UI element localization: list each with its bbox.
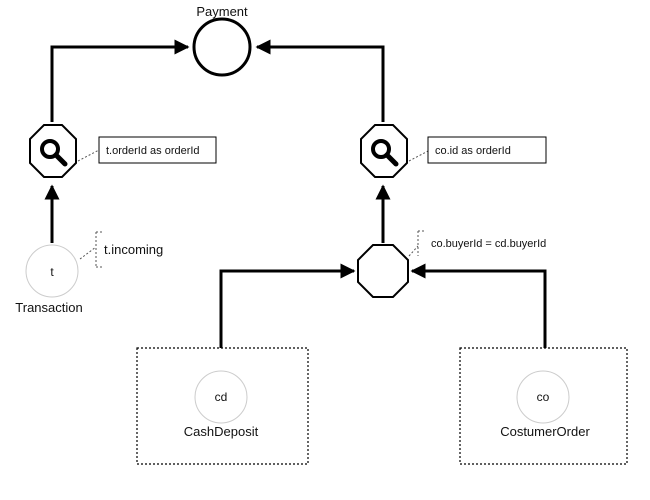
join-octagon-icon: [357, 244, 409, 298]
right-lookup-annotation: co.id as orderId: [435, 145, 511, 157]
transaction-alias: t: [50, 265, 54, 279]
right-lookup-connector: [408, 149, 431, 162]
costumerorder-container: [459, 347, 628, 465]
edge-left-lookup-to-payment: [50, 39, 190, 122]
costumerorder-label: CostumerOrder: [500, 424, 590, 439]
filter-connector: [79, 231, 104, 268]
transaction-node[interactable]: [25, 244, 79, 298]
payment-node[interactable]: [192, 17, 252, 77]
join-annotation: co.buyerId = cd.buyerId: [431, 238, 546, 250]
left-lookup-annotation: t.orderId as orderId: [106, 145, 200, 157]
search-icon: [371, 139, 399, 167]
right-lookup-operator[interactable]: [360, 124, 408, 178]
right-lookup-annotation-box: [427, 136, 547, 164]
join-operator[interactable]: [357, 244, 409, 298]
edge-cashdeposit-to-join: [219, 263, 356, 348]
cashdeposit-alias: cd: [215, 390, 228, 404]
left-lookup-operator[interactable]: [29, 124, 77, 178]
cashdeposit-label: CashDeposit: [184, 424, 259, 439]
edge-costumerorder-to-join: [410, 263, 547, 348]
left-lookup-annotation-box: [98, 136, 217, 164]
join-connector: [408, 230, 425, 257]
search-icon: [40, 139, 68, 167]
costumerorder-node[interactable]: [516, 370, 570, 424]
costumerorder-alias: co: [537, 390, 550, 404]
transaction-label: Transaction: [15, 300, 82, 315]
edge-right-lookup-to-payment: [255, 39, 385, 122]
cashdeposit-node[interactable]: [194, 370, 248, 424]
payment-label: Payment: [196, 4, 248, 19]
cashdeposit-container: [136, 347, 309, 465]
left-lookup-connector: [77, 149, 100, 162]
filter-annotation: t.incoming: [104, 242, 163, 257]
